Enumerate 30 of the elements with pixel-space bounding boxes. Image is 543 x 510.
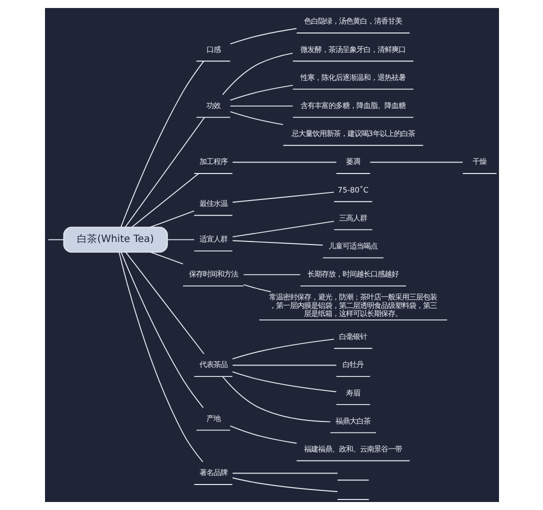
connector [229, 28, 296, 44]
connector [118, 252, 203, 462]
connector [232, 371, 336, 392]
connector [124, 252, 204, 354]
connector [242, 274, 300, 276]
connector [130, 173, 198, 228]
node-box: 白茶(White Tea) [62, 226, 168, 253]
connector [229, 106, 293, 107]
connector [120, 252, 204, 408]
connector [229, 425, 297, 444]
connector [232, 364, 336, 366]
connector [232, 477, 338, 492]
connector [369, 162, 463, 163]
connector [149, 210, 194, 228]
connector [47, 239, 64, 240]
connector [166, 239, 194, 240]
connector [232, 192, 334, 203]
connector [242, 284, 271, 292]
connector [232, 240, 323, 246]
connector [229, 111, 283, 126]
connector [232, 220, 334, 238]
connector [232, 472, 338, 474]
connector [222, 376, 330, 422]
connector [232, 162, 336, 163]
connector [232, 338, 334, 360]
connector [222, 52, 293, 96]
connector [150, 252, 183, 264]
connector [229, 84, 293, 101]
connector [120, 60, 204, 228]
connector [124, 116, 204, 228]
